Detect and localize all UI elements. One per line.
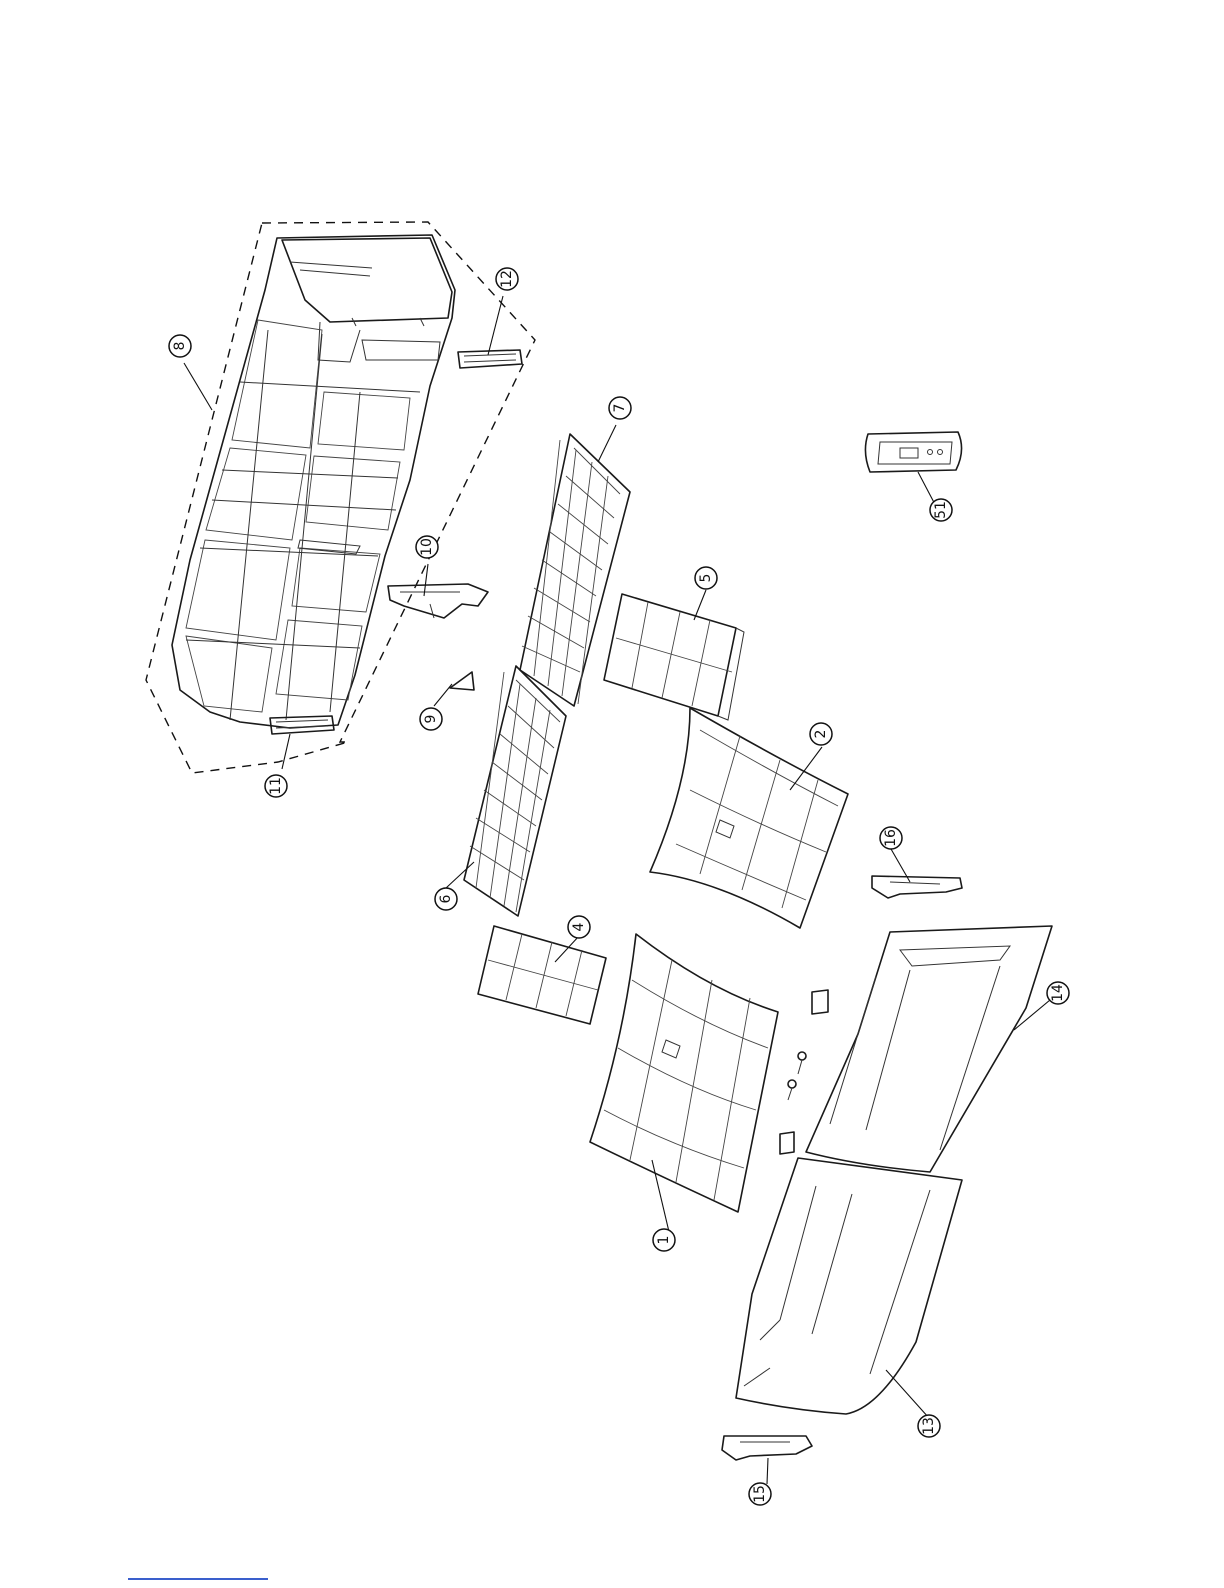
part-6-grille [464, 666, 566, 916]
callout-14: 14 [1047, 982, 1069, 1004]
callout-2: 2 [810, 723, 832, 745]
small-hardware [780, 990, 828, 1154]
part-8-main-body [146, 222, 535, 773]
svg-text:6: 6 [438, 894, 454, 903]
callout-8: 8 [169, 335, 191, 357]
callout-1: 1 [653, 1229, 675, 1251]
part-14-front-panel [806, 926, 1052, 1172]
part-13-front-panel [736, 1158, 962, 1414]
part-15-hinge [722, 1436, 812, 1460]
svg-text:10: 10 [419, 538, 435, 556]
svg-text:12: 12 [499, 270, 515, 288]
part-51-remote-control [865, 432, 961, 472]
callout-13: 13 [918, 1415, 940, 1437]
part-11-bracket [270, 716, 334, 734]
svg-text:9: 9 [423, 715, 439, 724]
footer-rule [128, 1578, 268, 1580]
svg-text:8: 8 [172, 342, 188, 351]
svg-text:16: 16 [883, 829, 899, 847]
svg-text:11: 11 [268, 777, 284, 795]
svg-text:14: 14 [1050, 984, 1066, 1002]
callout-7: 7 [609, 397, 631, 419]
callout-9: 9 [420, 708, 442, 730]
part-1-filter [590, 934, 778, 1212]
callout-6: 6 [435, 888, 457, 910]
callout-10: 10 [416, 536, 438, 558]
svg-text:13: 13 [921, 1417, 937, 1435]
svg-text:7: 7 [612, 404, 628, 413]
callout-15: 15 [749, 1483, 771, 1505]
part-8-assembly-boundary [146, 222, 535, 773]
callout-4: 4 [568, 916, 590, 938]
part-12-bracket [458, 350, 522, 368]
callout-16: 16 [880, 827, 902, 849]
part-4-filter [478, 926, 606, 1024]
svg-text:51: 51 [933, 501, 949, 519]
part-9-cap [450, 672, 474, 690]
part-16-hinge [872, 876, 962, 898]
svg-text:15: 15 [752, 1485, 768, 1503]
svg-text:4: 4 [571, 922, 587, 931]
callout-5: 5 [695, 567, 717, 589]
svg-text:2: 2 [813, 730, 829, 739]
callout-11: 11 [265, 775, 287, 797]
svg-text:1: 1 [656, 1236, 672, 1245]
callout-51: 51 [930, 499, 952, 521]
callout-12: 12 [496, 268, 518, 290]
svg-text:5: 5 [698, 574, 714, 583]
part-5-filter [604, 594, 744, 720]
part-7-grille [520, 434, 630, 706]
